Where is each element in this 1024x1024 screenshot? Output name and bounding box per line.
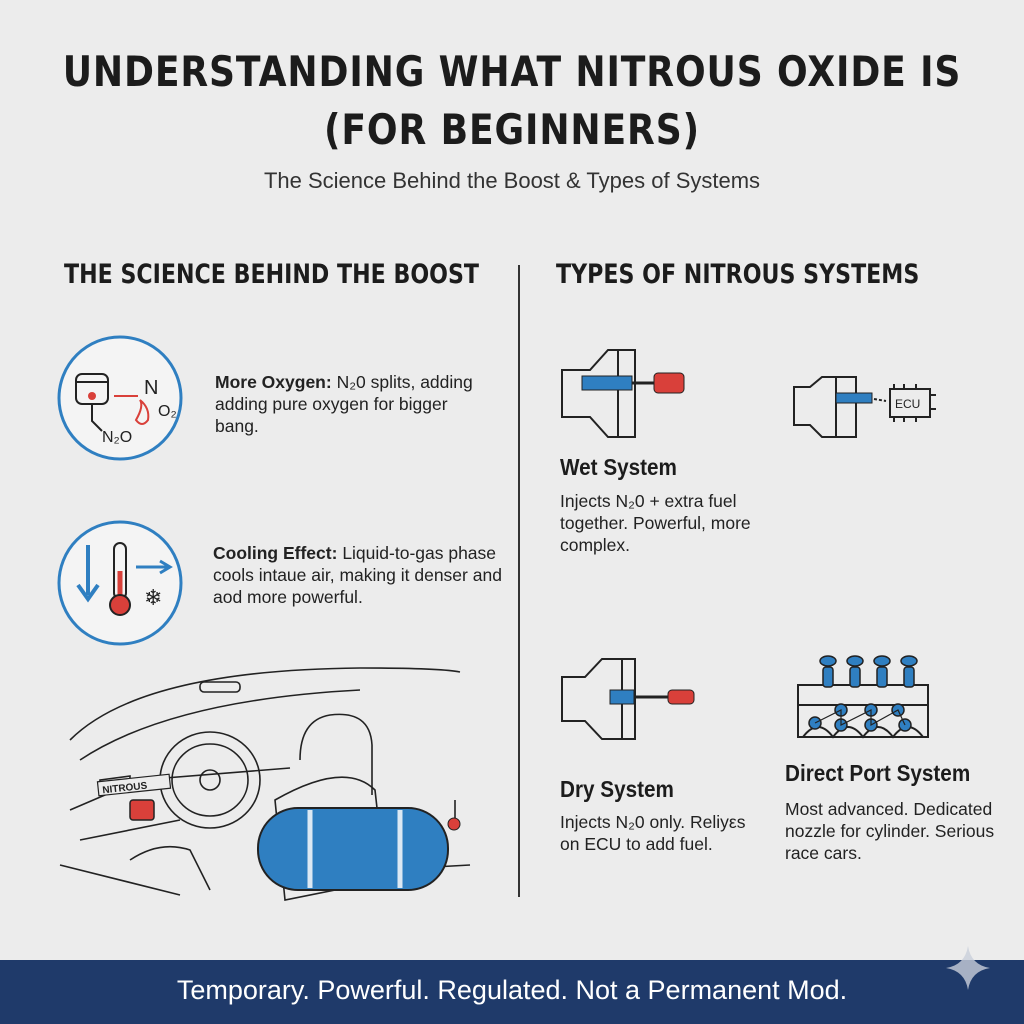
nitrous-button-label: NITROUS: [102, 781, 148, 797]
direct-port-system-description: Most advanced. Dedicated nozzle for cyli…: [785, 799, 995, 863]
car-interior-nitrous-tank: NITROUS: [59, 667, 471, 901]
thermometer-cooling-icon: ❄: [57, 520, 183, 646]
ecu-injector-icon: ECU: [793, 376, 936, 438]
direct-port-engine-icon: [797, 655, 929, 739]
oxygen-label: More Oxygen:: [215, 372, 332, 392]
page-title-line2: (FOR BEGINNERS): [324, 105, 700, 154]
sparkle-icon: [946, 946, 990, 990]
oxygen-icon-label-o2: O₂: [158, 403, 177, 420]
dry-injector-icon: [561, 658, 695, 740]
dry-system-description: Injects N₂0 only. Reliyεs on ECU to add …: [560, 812, 746, 854]
oxygen-icon-label-n2o: N₂O: [102, 429, 132, 446]
page-title-line1: UNDERSTANDING WHAT NITROUS OXIDE IS: [62, 47, 962, 96]
wet-injector-icon: [561, 349, 685, 438]
systems-heading: TYPES OF NITROUS SYSTEMS: [556, 259, 920, 290]
cooling-text: Liquid-to-gas phase cools intaue air, ma…: [213, 543, 502, 607]
column-divider: [518, 265, 520, 897]
dry-system-title: Dry System: [560, 776, 674, 802]
oxygen-icon-label-n: N: [144, 377, 158, 399]
footer-text: Temporary. Powerful. Regulated. Not a Pe…: [176, 975, 848, 1005]
oxygen-text: N₂0 splits, adding adding pure oxygen fo…: [215, 372, 473, 436]
piston-oxygen-icon: N O₂ N₂O: [57, 335, 183, 461]
wet-system-title: Wet System: [560, 454, 677, 480]
svg-text:❄: ❄: [144, 585, 162, 610]
oxygen-description: More Oxygen: N₂0 splits, adding adding p…: [215, 371, 495, 437]
page-subtitle: The Science Behind the Boost & Types of …: [263, 168, 761, 193]
ecu-label: ECU: [895, 397, 920, 411]
wet-system-description: Injects N₂0 + extra fuel together. Power…: [560, 491, 751, 555]
direct-port-system-title: Direct Port System: [785, 760, 971, 786]
science-heading: THE SCIENCE BEHIND THE BOOST: [64, 259, 480, 290]
footer-banner: [0, 960, 1024, 1024]
cooling-label: Cooling Effect:: [213, 543, 338, 563]
cooling-description: Cooling Effect: Liquid-to-gas phase cool…: [213, 542, 503, 608]
